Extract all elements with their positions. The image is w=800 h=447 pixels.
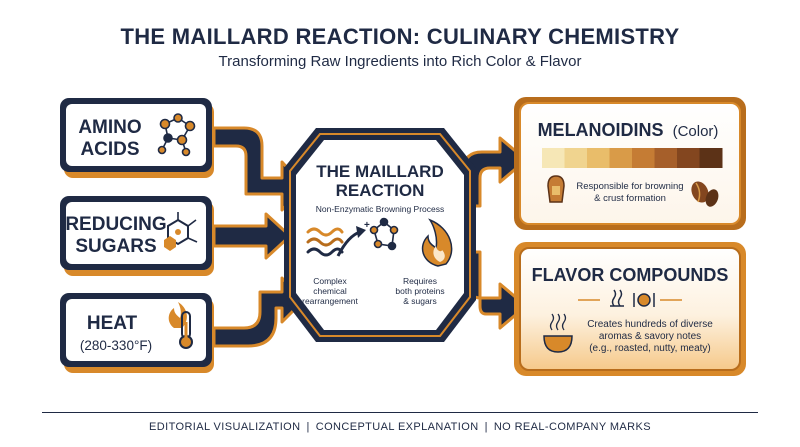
coffee-bean-icon <box>691 181 719 207</box>
aroma-icon <box>610 289 624 307</box>
center-subtitle: Non-Enzymatic Browning Process <box>316 204 445 214</box>
wavy-lines-icon <box>306 227 344 257</box>
center-right-note-line2: both proteins <box>395 286 444 296</box>
plate-utensils-icon <box>633 293 655 307</box>
molecule-network-icon <box>157 113 196 157</box>
color-swatch <box>699 148 723 168</box>
amino-label-line1: AMINO <box>78 117 141 138</box>
color-swatch <box>542 148 565 168</box>
color-swatch <box>587 148 610 168</box>
footer-item-editorial: EDITORIAL VISUALIZATION <box>149 421 301 433</box>
color-swatch-strip <box>542 148 723 168</box>
page-title: THE MAILLARD REACTION: CULINARY CHEMISTR… <box>120 24 680 49</box>
footer-item-conceptual: CONCEPTUAL EXPLANATION <box>315 421 479 433</box>
color-swatch <box>654 148 678 168</box>
heat-label: HEAT <box>87 313 138 334</box>
heat-range: (280-330°F) <box>80 338 152 353</box>
sugars-label-line2: SUGARS <box>75 236 156 257</box>
flavor-desc-line1: Creates hundreds of diverse <box>587 319 713 330</box>
footer-divider <box>42 412 758 413</box>
footer: EDITORIAL VISUALIZATION | CONCEPTUAL EXPLA… <box>0 421 800 433</box>
melanoidins-title-main: MELANOIDINS <box>538 120 664 140</box>
input-reducing-sugars: REDUCING SUGARS <box>60 196 214 276</box>
flavor-title: FLAVOR COMPOUNDS <box>532 265 729 285</box>
hexagon-ring-icon <box>164 212 198 251</box>
melanoidins-desc-line2: & crust formation <box>594 193 666 204</box>
flavor-desc-line3: (e.g., roasted, nutty, meaty) <box>589 343 711 354</box>
center-left-note-line2: chemical <box>313 286 347 296</box>
output-melanoidins: MELANOIDINS (Color) Responsible for brow… <box>514 97 746 230</box>
color-swatch <box>677 148 700 168</box>
color-swatch <box>609 148 633 168</box>
footer-separator: | <box>306 421 310 433</box>
center-left-note-line1: Complex <box>313 276 347 286</box>
sugars-connector-arrow <box>212 212 292 260</box>
sugars-label-line1: REDUCING <box>65 214 166 235</box>
center-reaction-panel: THE MAILLARD REACTION Non-Enzymatic Brow… <box>284 128 476 342</box>
center-left-note-line3: rearrangement <box>302 296 358 306</box>
color-swatch <box>564 148 588 168</box>
melanoidins-title: MELANOIDINS (Color) <box>538 120 719 140</box>
amino-label-line2: ACIDS <box>80 139 139 160</box>
melanoidins-desc-line1: Responsible for browning <box>576 181 683 192</box>
flame-icon <box>421 218 453 267</box>
svg-text:+: + <box>364 220 370 231</box>
toast-icon <box>547 175 565 203</box>
center-title-line1: THE MAILLARD <box>316 162 443 181</box>
center-right-note-line1: Requires <box>403 276 437 286</box>
footer-separator: | <box>484 421 488 433</box>
molecule-icon: + <box>364 217 399 251</box>
output-flavor-compounds: FLAVOR COMPOUNDS Creates hundreds of div… <box>514 242 746 376</box>
input-amino-acids: AMINO ACIDS <box>60 98 214 178</box>
input-connectors <box>212 126 306 348</box>
center-right-note-line3: & sugars <box>403 296 437 306</box>
flame-thermometer-icon <box>168 302 193 349</box>
flavor-desc-line2: aromas & savory notes <box>599 331 701 342</box>
soup-bowl-icon <box>543 313 573 353</box>
center-title-line2: REACTION <box>336 181 425 200</box>
input-heat: HEAT (280-330°F) <box>60 293 214 373</box>
color-swatch <box>632 148 655 168</box>
footer-item-no-marks: NO REAL-COMPANY MARKS <box>493 421 651 433</box>
melanoidins-title-suffix: (Color) <box>673 123 719 140</box>
page-subtitle: Transforming Raw Ingredients into Rich C… <box>218 53 582 70</box>
arrow-icon <box>336 226 366 257</box>
